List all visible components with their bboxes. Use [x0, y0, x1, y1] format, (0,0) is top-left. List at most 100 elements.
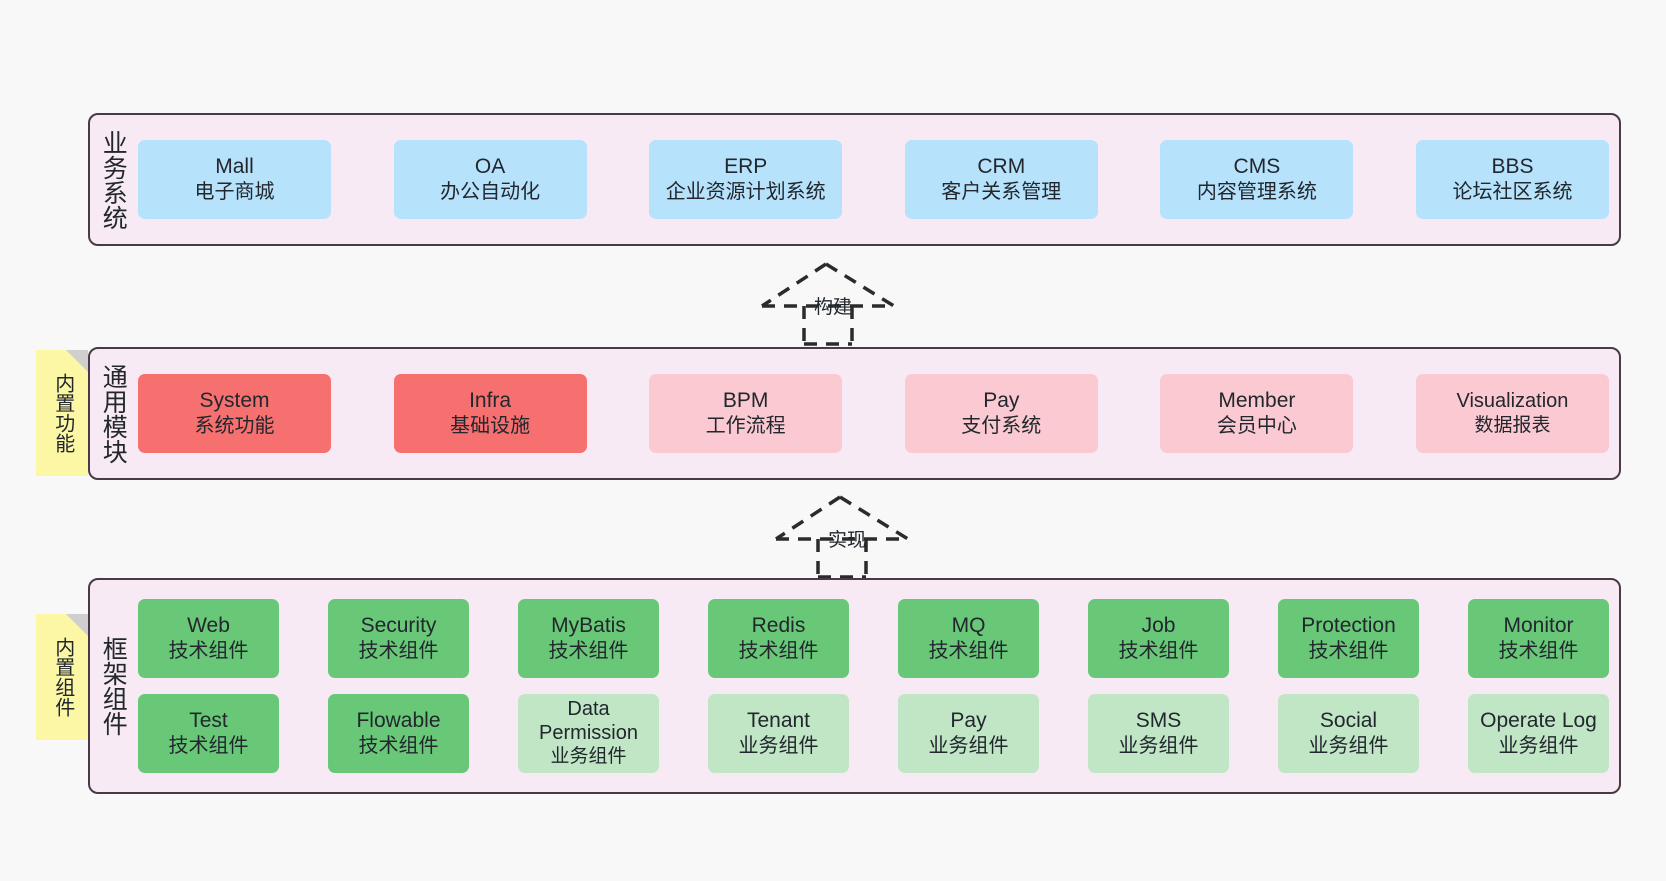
note-fold-corner-icon — [66, 350, 88, 372]
note-builtin-function: 内置功能 — [36, 350, 88, 476]
layer-framework-component-title: 框架组件 — [99, 636, 128, 736]
card-title-cn: 客户关系管理 — [941, 181, 1062, 204]
card-title-cn: 系统功能 — [194, 415, 275, 438]
card-title-cn: 业务组件 — [1308, 735, 1389, 758]
card-title-cn: 工作流程 — [705, 415, 786, 438]
connector-build-label: 构建 — [814, 297, 853, 318]
note-fold-corner-icon — [66, 614, 88, 636]
card-title-en: BPM — [722, 389, 769, 413]
card-title-en: Monitor — [1503, 614, 1574, 638]
card-title-cn: 企业资源计划系统 — [665, 181, 826, 204]
card-title-en: Tenant — [746, 709, 811, 733]
card-title-cn: 业务组件 — [550, 746, 627, 768]
note-builtin-component: 内置组件 — [36, 614, 88, 740]
card-title-cn: 技术组件 — [168, 640, 249, 663]
card-title-cn: 电子商城 — [194, 181, 275, 204]
card-title-en: Operate Log — [1480, 709, 1597, 733]
card-title-cn: 内容管理系统 — [1196, 181, 1317, 204]
card-title-en: MyBatis — [551, 614, 626, 638]
card-title-en: Infra — [469, 389, 512, 413]
card-title-en: Pay — [950, 709, 987, 733]
card-title-cn: 支付系统 — [961, 415, 1042, 438]
card-title-cn: 技术组件 — [358, 640, 439, 663]
card-title-en: SMS — [1135, 709, 1182, 733]
card-title-cn: 业务组件 — [928, 735, 1009, 758]
card-title-en: Pay — [983, 389, 1020, 413]
card-title-cn: 会员中心 — [1216, 415, 1297, 438]
card-title-en: Web — [187, 614, 230, 638]
card-title-cn: 业务组件 — [1118, 735, 1199, 758]
card-title-cn: 业务组件 — [1498, 735, 1579, 758]
note-builtin-function-label: 内置功能 — [51, 373, 74, 453]
card-title-cn: 技术组件 — [738, 640, 819, 663]
connector-build-arrow: 构建 — [758, 262, 898, 346]
card-title-en: Protection — [1301, 614, 1396, 638]
card-title-en: ERP — [724, 155, 768, 179]
card-title-en: MQ — [951, 614, 986, 638]
connector-implement-arrow: 实现 — [772, 495, 912, 579]
card-title-en: Test — [189, 709, 228, 733]
card-title-cn: 技术组件 — [1118, 640, 1199, 663]
card-title-en: Redis — [751, 614, 806, 638]
card-title-cn: 技术组件 — [1308, 640, 1389, 663]
card-title-cn: 业务组件 — [738, 735, 819, 758]
card-title-en: BBS — [1491, 155, 1534, 179]
card-title-en: CRM — [977, 155, 1026, 179]
card-title-en: CMS — [1233, 155, 1281, 179]
card-title-cn: 办公自动化 — [440, 181, 541, 204]
card-title-cn: 数据报表 — [1474, 414, 1551, 436]
card-title-en: Flowable — [356, 709, 441, 733]
card-title-en: Social — [1319, 709, 1378, 733]
card-title-cn: 技术组件 — [168, 735, 249, 758]
card-title-cn: 基础设施 — [450, 415, 531, 438]
connector-implement-label: 实现 — [828, 530, 867, 551]
card-title-cn: 技术组件 — [358, 735, 439, 758]
card-title-cn: 论坛社区系统 — [1452, 181, 1573, 204]
card-title-en: Data Permission — [539, 698, 638, 744]
layer-common-module-title: 通用模块 — [99, 363, 128, 464]
card-title-cn: 技术组件 — [1498, 640, 1579, 663]
card-title-en: Visualization — [1456, 389, 1569, 412]
card-title-cn: 技术组件 — [548, 640, 629, 663]
card-title-en: OA — [474, 155, 506, 179]
card-title-en: Mall — [215, 155, 254, 179]
note-builtin-component-label: 内置组件 — [51, 637, 74, 717]
layer-business-system-title: 业务系统 — [99, 129, 128, 230]
